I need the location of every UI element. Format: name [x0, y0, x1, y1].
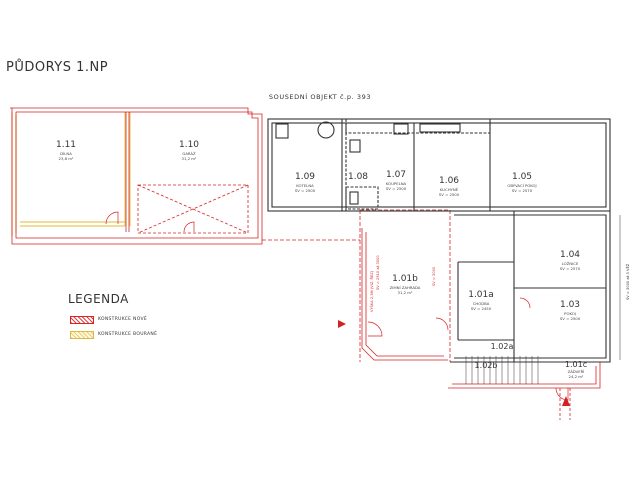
entrance-arrows: [338, 320, 570, 406]
demolished-walls: [11, 112, 131, 236]
note-v1: SV = 3000: [432, 266, 436, 286]
new-walls: [10, 107, 601, 420]
note-v2: VÝŠKA 2,3M (VIZ. ŘEZ): [370, 270, 374, 312]
legend-swatch-demolished: [70, 331, 94, 339]
building-walls: [267, 118, 621, 384]
legend-swatch-new: [70, 316, 94, 324]
note-v3: SV = 2510 až 3000: [376, 255, 380, 290]
note-v4: SV = 3000 až 3 VĚŽ: [626, 263, 630, 300]
legend-title: LEGENDA: [68, 292, 129, 306]
page-title: PŮDORYS 1.NP: [6, 60, 109, 75]
neighbor-label: SOUSEDNÍ OBJEKT č.p. 393: [268, 93, 372, 101]
legend-label-demolished: KONSTRUKCE BOURANÉ: [98, 332, 158, 337]
legend-label-new: KONSTRUKCE NOVÉ: [98, 317, 148, 322]
door-swings: [105, 211, 569, 401]
